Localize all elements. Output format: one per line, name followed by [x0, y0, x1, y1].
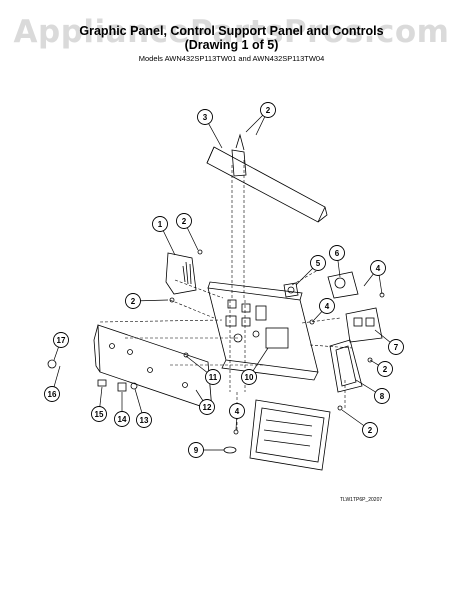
callout-c-13: 13	[136, 412, 152, 428]
callout-circle	[205, 369, 221, 385]
callout-c-1: 1	[152, 216, 168, 232]
timer-switch	[327, 271, 359, 299]
callout-c-2b: 2	[176, 213, 192, 229]
callout-c-16: 16	[44, 386, 60, 402]
callout-circle	[53, 332, 69, 348]
callout-circle	[44, 386, 60, 402]
graphic-panel-top	[206, 133, 328, 223]
callout-circle	[329, 245, 345, 261]
callout-circle	[241, 369, 257, 385]
callout-c-15: 15	[91, 406, 107, 422]
callout-circle	[91, 406, 107, 422]
callout-circle	[176, 213, 192, 229]
callout-number: 4	[376, 264, 381, 273]
callout-number: 2	[383, 365, 388, 374]
callout-c-10: 10	[241, 369, 257, 385]
cabinet-top	[249, 399, 331, 471]
callout-c-3: 3	[197, 109, 213, 125]
callout-circle	[377, 361, 393, 377]
small-knobs	[47, 359, 138, 392]
callout-number: 14	[118, 415, 127, 424]
callout-number: 2	[368, 426, 373, 435]
right-end-cap	[329, 339, 363, 393]
callout-number: 10	[245, 373, 254, 382]
callout-number: 4	[235, 407, 240, 416]
callout-circle	[388, 339, 404, 355]
callout-number: 13	[140, 416, 149, 425]
callout-number: 6	[335, 249, 340, 258]
callout-circle	[310, 255, 326, 271]
callout-c-2e: 2	[362, 422, 378, 438]
callout-circle	[319, 298, 335, 314]
callout-number: 16	[48, 390, 57, 399]
callout-number: 8	[380, 392, 385, 401]
callout-circle	[188, 442, 204, 458]
model-numbers: Models AWN432SP113TW01 and AWN432SP113TW…	[138, 54, 325, 63]
screws	[169, 249, 385, 454]
callout-number: 1	[158, 220, 163, 229]
callout-number: 2	[266, 106, 271, 115]
callout-number: 9	[194, 446, 199, 455]
callout-number: 11	[209, 373, 218, 382]
diagram-subtitle: (Drawing 1 of 5)	[184, 38, 279, 52]
callout-circle	[362, 422, 378, 438]
callout-circle	[374, 388, 390, 404]
drawing-reference: TLW1TP6P_20207	[340, 497, 383, 503]
callout-c-4a: 4	[370, 260, 386, 276]
callout-circle	[229, 403, 245, 419]
callout-c-2c: 2	[125, 293, 141, 309]
callout-c-11: 11	[205, 369, 221, 385]
knob-part	[283, 282, 299, 298]
switch-assembly	[345, 307, 383, 343]
callout-circle	[152, 216, 168, 232]
callout-c-5: 5	[310, 255, 326, 271]
callout-number: 3	[203, 113, 208, 122]
callout-circle	[197, 109, 213, 125]
callout-number: 7	[394, 343, 399, 352]
callout-circle	[199, 399, 215, 415]
leader-lines	[51, 109, 397, 451]
callout-c-12: 12	[199, 399, 215, 415]
callout-c-4c: 4	[229, 403, 245, 419]
callout-number: 5	[316, 259, 321, 268]
callout-circle	[114, 411, 130, 427]
control-support-panel	[207, 281, 319, 381]
callout-circle	[260, 102, 276, 118]
callout-c-9: 9	[188, 442, 204, 458]
callout-c-6: 6	[329, 245, 345, 261]
callout-number: 17	[57, 336, 66, 345]
callout-c-2a: 2	[260, 102, 276, 118]
callout-circle	[136, 412, 152, 428]
callout-number: 2	[182, 217, 187, 226]
left-end-cap	[165, 252, 197, 295]
callout-c-14: 14	[114, 411, 130, 427]
callout-circle	[125, 293, 141, 309]
callout-c-8: 8	[374, 388, 390, 404]
callout-c-7: 7	[388, 339, 404, 355]
callout-number: 12	[203, 403, 212, 412]
callout-circle	[370, 260, 386, 276]
callout-number: 15	[95, 410, 104, 419]
callout-c-17: 17	[53, 332, 69, 348]
callout-number: 4	[325, 302, 330, 311]
callout-c-2d: 2	[377, 361, 393, 377]
callout-c-4b: 4	[319, 298, 335, 314]
diagram-title: Graphic Panel, Control Support Panel and…	[79, 24, 384, 38]
callout-number: 2	[131, 297, 136, 306]
